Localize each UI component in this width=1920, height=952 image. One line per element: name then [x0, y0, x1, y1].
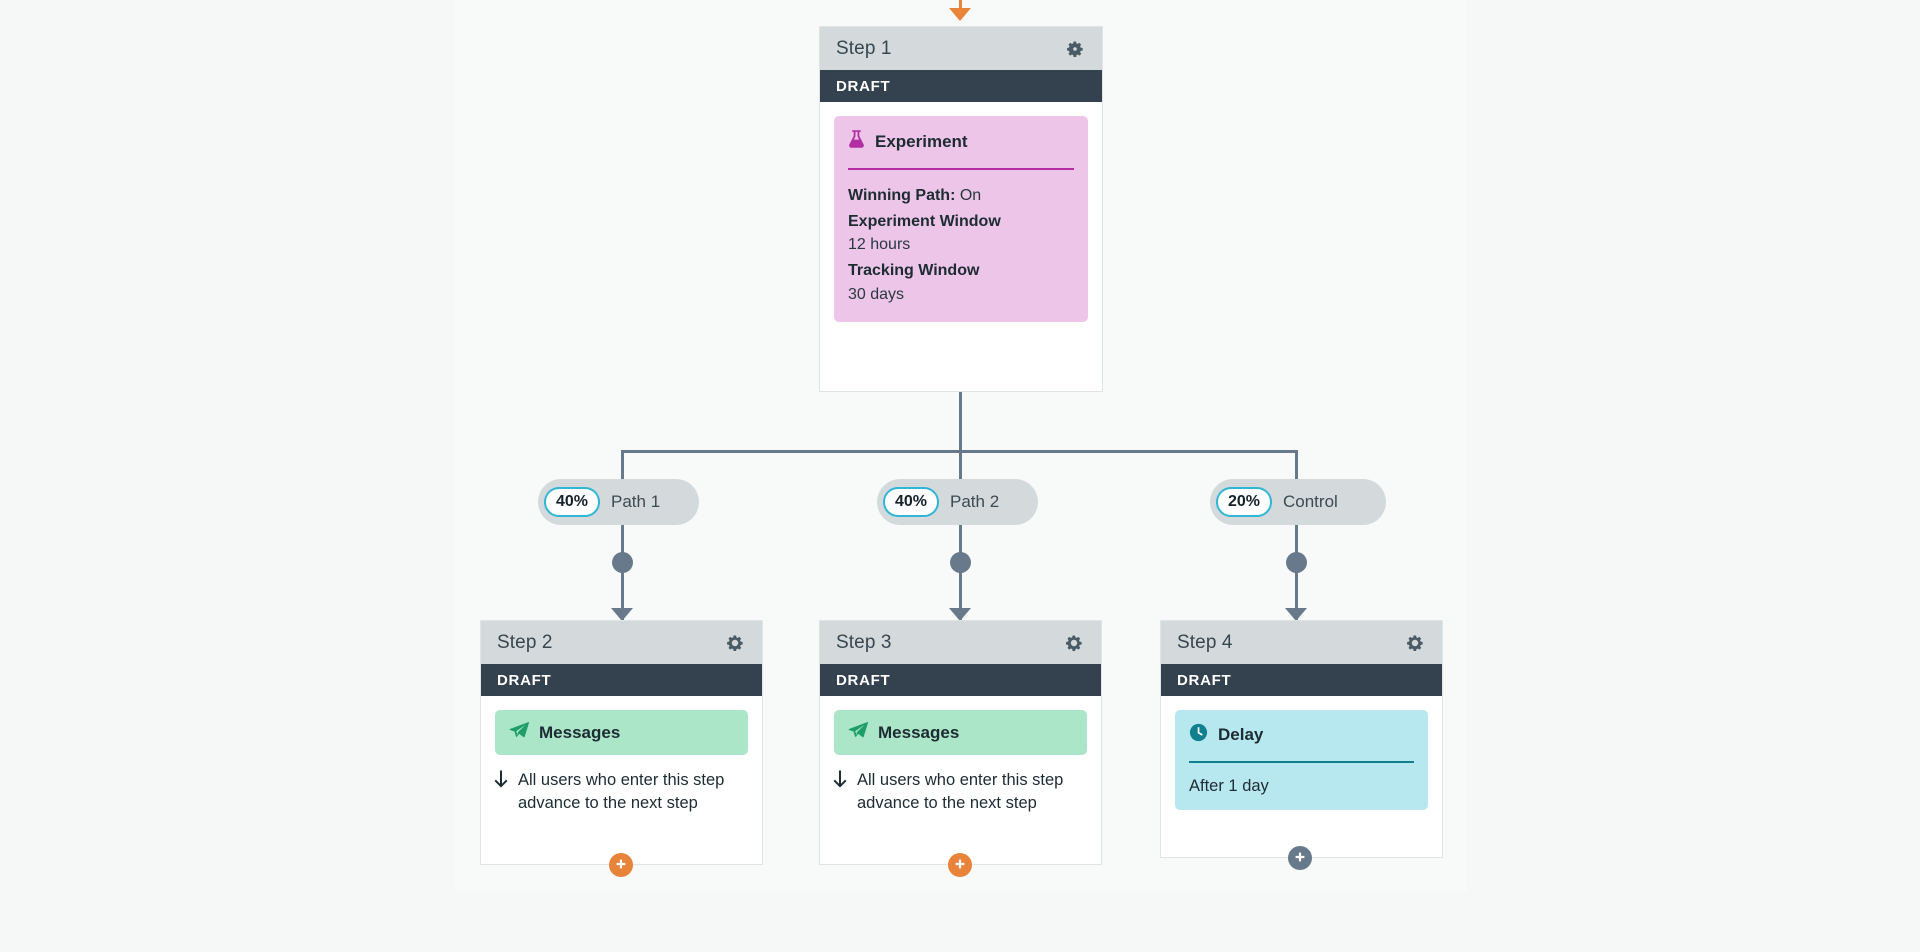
- branch-drop-path-2: [959, 450, 962, 502]
- advance-note-step-3: All users who enter this step advance to…: [820, 755, 1101, 816]
- step-title: Step 2: [497, 631, 553, 653]
- field-tracking-window: Tracking Window 30 days: [848, 259, 1074, 306]
- step-header-step-1: Step 1: [820, 27, 1102, 70]
- step-card-step-4[interactable]: Step 4 DRAFT Delay: [1160, 620, 1443, 858]
- block-card-messages[interactable]: Messages: [495, 710, 748, 755]
- block-name: Experiment: [875, 131, 968, 151]
- branch-trunk-line: [959, 392, 962, 452]
- status-badge-step-4: DRAFT: [1161, 664, 1442, 696]
- field-winning-path: Winning Path: On: [848, 184, 1074, 208]
- connector-node-path-2[interactable]: [950, 552, 971, 573]
- status-label: DRAFT: [1177, 671, 1232, 689]
- flask-icon: [848, 129, 865, 154]
- gear-icon[interactable]: [1064, 38, 1086, 60]
- arrow-into-step-2-icon: [611, 608, 633, 621]
- status-label: DRAFT: [836, 671, 891, 689]
- branch-drop-path-1: [621, 450, 624, 502]
- block-card-messages[interactable]: Messages: [834, 710, 1087, 755]
- arrow-down-icon: [832, 770, 848, 816]
- step-body-step-1: Experiment Winning Path: On Experiment W…: [820, 102, 1102, 323]
- gear-icon[interactable]: [1063, 632, 1085, 654]
- arrow-into-step-4-icon: [1285, 608, 1307, 621]
- gear-icon[interactable]: [1404, 632, 1426, 654]
- block-divider: [848, 168, 1074, 170]
- block-header: Delay: [1189, 723, 1414, 747]
- advance-note-step-2: All users who enter this step advance to…: [481, 755, 762, 816]
- status-badge-step-3: DRAFT: [820, 664, 1101, 696]
- field-value: 30 days: [848, 285, 905, 303]
- status-label: DRAFT: [497, 671, 552, 689]
- block-fields: Winning Path: On Experiment Window 12 ho…: [848, 184, 1074, 306]
- add-step-button-step-2[interactable]: [609, 853, 633, 877]
- block-header: Messages: [509, 721, 734, 744]
- step-body-step-4: Delay After 1 day: [1161, 696, 1442, 810]
- path-percent-badge: 40%: [883, 487, 939, 517]
- connector-node-control[interactable]: [1286, 552, 1307, 573]
- entry-connector-line: [959, 0, 962, 12]
- add-step-button-step-4[interactable]: [1288, 846, 1312, 870]
- field-experiment-window: Experiment Window 12 hours: [848, 210, 1074, 257]
- gear-icon[interactable]: [724, 632, 746, 654]
- block-name: Delay: [1218, 725, 1264, 744]
- step-title: Step 1: [836, 37, 892, 59]
- block-card-delay[interactable]: Delay After 1 day: [1175, 710, 1428, 810]
- path-pill-path-1[interactable]: 40% Path 1: [538, 479, 699, 525]
- paper-plane-icon: [509, 721, 530, 744]
- status-badge-step-1: DRAFT: [820, 70, 1102, 102]
- step-header-step-4: Step 4: [1161, 621, 1442, 664]
- advance-note-text: All users who enter this step advance to…: [518, 771, 725, 813]
- clock-icon: [1189, 723, 1208, 747]
- advance-note-text: All users who enter this step advance to…: [857, 771, 1064, 813]
- step-header-step-3: Step 3: [820, 621, 1101, 664]
- step-card-step-3[interactable]: Step 3 DRAFT Messages: [819, 620, 1102, 865]
- step-card-step-2[interactable]: Step 2 DRAFT Messages: [480, 620, 763, 865]
- block-name: Messages: [878, 722, 960, 742]
- arrow-into-step-3-icon: [949, 608, 971, 621]
- field-label: Experiment Window: [848, 212, 1001, 230]
- step-body-step-3: Messages: [820, 696, 1101, 755]
- step-title: Step 3: [836, 631, 892, 653]
- block-name: Messages: [539, 722, 621, 742]
- connector-node-path-1[interactable]: [612, 552, 633, 573]
- field-value: 12 hours: [848, 236, 911, 254]
- field-value: On: [959, 187, 982, 204]
- path-label: Path 2: [950, 492, 1000, 511]
- paper-plane-icon: [848, 721, 869, 744]
- step-body-step-2: Messages: [481, 696, 762, 755]
- path-pill-control[interactable]: 20% Control: [1210, 479, 1386, 525]
- field-label: Winning Path:: [848, 187, 956, 204]
- path-pill-path-2[interactable]: 40% Path 2: [877, 479, 1038, 525]
- block-divider: [1189, 761, 1414, 763]
- path-label: Path 1: [611, 492, 661, 511]
- arrow-down-icon: [493, 770, 509, 816]
- step-card-step-1[interactable]: Step 1 DRAFT Experim: [819, 26, 1103, 392]
- block-header: Experiment: [848, 129, 1074, 154]
- branch-drop-control: [1295, 450, 1298, 502]
- entry-arrow-icon: [949, 8, 971, 21]
- delay-value: After 1 day: [1189, 777, 1269, 795]
- block-card-experiment[interactable]: Experiment Winning Path: On Experiment W…: [834, 116, 1088, 323]
- step-header-step-2: Step 2: [481, 621, 762, 664]
- path-percent-badge: 20%: [1216, 487, 1272, 517]
- path-label: Control: [1283, 492, 1338, 511]
- block-header: Messages: [848, 721, 1073, 744]
- path-percent-badge: 40%: [544, 487, 600, 517]
- status-label: DRAFT: [836, 77, 891, 95]
- status-badge-step-2: DRAFT: [481, 664, 762, 696]
- step-title: Step 4: [1177, 631, 1233, 653]
- add-step-button-step-3[interactable]: [948, 853, 972, 877]
- field-label: Tracking Window: [848, 262, 980, 280]
